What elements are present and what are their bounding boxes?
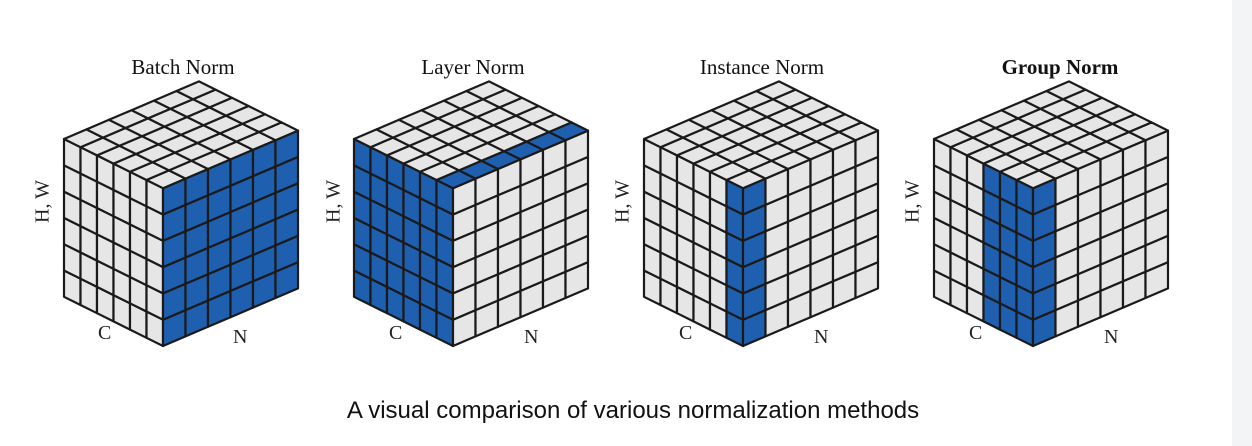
panel-title-instance-norm: Instance Norm (699, 55, 825, 79)
axis-label-n-instance: N (814, 326, 829, 348)
axis-label-hw-batch: H, W (31, 180, 54, 223)
cube-top-cell (1045, 80, 1087, 101)
axis-label-n-group: N (1104, 326, 1119, 348)
panel-title-layer-norm: Layer Norm (421, 55, 525, 79)
page-margin-strip (1232, 0, 1252, 446)
axis-label-hw-layer: H, W (322, 180, 345, 223)
cube-top-cell (175, 80, 217, 101)
axis-label-n-batch: N (233, 326, 248, 348)
axis-label-n-layer: N (524, 326, 539, 348)
axis-label-hw-instance: H, W (611, 180, 634, 223)
panel-title-batch-norm: Batch Norm (131, 55, 235, 79)
cube-top-cell (465, 80, 507, 101)
axis-label-c-layer: C (389, 322, 403, 344)
figure-caption: A visual comparison of various normaliza… (346, 397, 920, 424)
panel-title-group-norm: Group Norm (1001, 55, 1119, 79)
axis-label-hw-group: H, W (901, 180, 924, 223)
axis-label-c-instance: C (679, 322, 693, 344)
cube-top-cell (755, 80, 797, 101)
axis-label-c-group: C (969, 322, 983, 344)
axis-label-c-batch: C (98, 322, 112, 344)
